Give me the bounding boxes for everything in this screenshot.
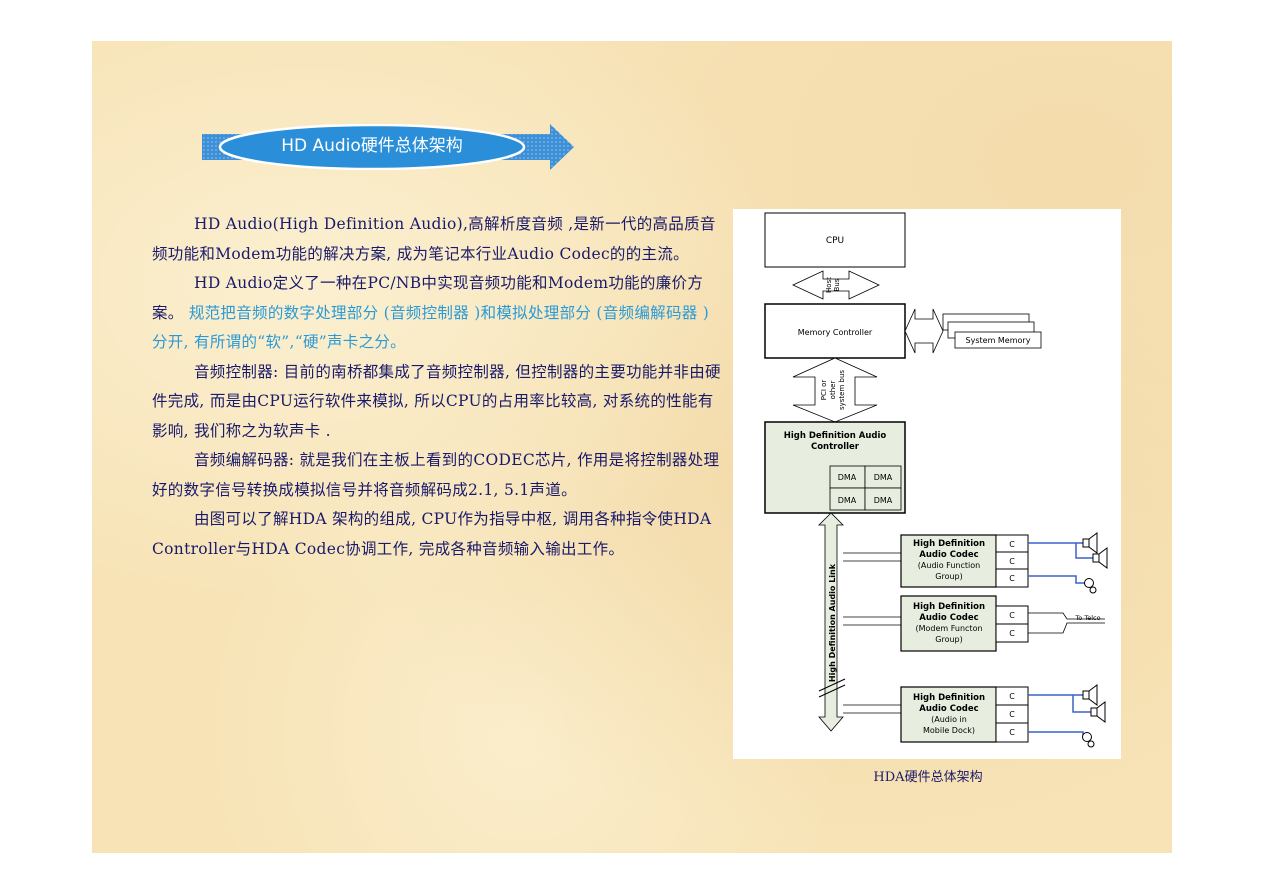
dma-label-3: DMA: [838, 496, 857, 505]
title-banner-arrow: [202, 124, 574, 170]
body-text: HD Audio(High Definition Audio),高解析度音频 ,…: [152, 210, 724, 564]
paragraph-definition-text: HD Audio定义了一种在PC/NB中实现音频功能和Modem功能的廉价方案。: [152, 274, 704, 322]
codec-modem-line-3: (Modem Functon: [915, 624, 982, 633]
paragraph-codec: 音频编解码器: 就是我们在主板上看到的CODEC芯片, 作用是将控制器处理好的数…: [152, 446, 724, 505]
memory-controller-label: Memory Controller: [798, 328, 873, 337]
output-wires: [1028, 542, 1093, 737]
paragraph-intro-text: HD Audio(High Definition Audio),高解析度音频 ,…: [152, 215, 716, 263]
memory-bus-arrow: [904, 308, 944, 354]
dma-label-1: DMA: [838, 473, 857, 482]
codec-modem-port-label-1: C: [1009, 611, 1015, 620]
codec-audio-line-1: High Definition: [913, 539, 985, 549]
audio-link-break-1: [818, 678, 846, 692]
diagram-caption: HDA硬件总体架构: [873, 770, 983, 785]
pci-bus-label-1: PCI or: [820, 380, 828, 401]
paragraph-controller: 音频控制器: 目前的南桥都集成了音频控制器, 但控制器的主要功能并非由硬件完成,…: [152, 358, 724, 447]
banner-title: HD Audio硬件总体架构: [281, 136, 463, 156]
codec-modem-line-2: Audio Codec: [919, 613, 978, 623]
paragraph-summary-text: 由图可以了解HDA 架构的组成, CPU作为指导中枢, 调用各种指令使HDA C…: [152, 510, 712, 558]
codec-audio-port-label-3: C: [1009, 574, 1015, 583]
jack-icon: [1082, 578, 1097, 748]
codec-dock-port-label-3: C: [1009, 728, 1015, 737]
pci-bus-label-2: other: [829, 381, 837, 400]
paragraph-definition: HD Audio定义了一种在PC/NB中实现音频功能和Modem功能的廉价方案。…: [152, 269, 724, 358]
paragraph-controller-text: 音频控制器: 目前的南桥都集成了音频控制器, 但控制器的主要功能并非由硬件完成,…: [152, 362, 721, 440]
audio-link-label: High Definition Audio Link: [828, 563, 837, 682]
codec-modem-line-1: High Definition: [913, 602, 985, 612]
audio-link-break-2: [818, 684, 846, 698]
pci-bus-label-3: system bus: [838, 370, 846, 410]
cpu-label: CPU: [826, 236, 844, 246]
to-telco-label: To Telco: [1074, 614, 1100, 622]
codec-audio-port-3: [995, 568, 1029, 588]
codec-audio-port-label-1: C: [1009, 540, 1015, 549]
codec-audio-port-label-2: C: [1009, 557, 1015, 566]
dma-label-4: DMA: [874, 496, 893, 505]
system-memory-box: [954, 331, 1042, 349]
codec-modem-port-label-2: C: [1009, 629, 1015, 638]
system-memory-label: System Memory: [966, 336, 1031, 345]
codec-modem-line-4: Group): [935, 635, 962, 644]
hda-controller-label-2: Controller: [811, 442, 860, 452]
audio-link-connectors: [843, 552, 901, 714]
audio-link-arrow: [818, 512, 844, 732]
cpu-box: [764, 212, 906, 268]
codec-dock-line-4: Mobile Dock): [923, 726, 975, 735]
dma-label-2: DMA: [874, 473, 893, 482]
paragraph-codec-text: 音频编解码器: 就是我们在主板上看到的CODEC芯片, 作用是将控制器处理好的数…: [152, 451, 720, 499]
paragraph-intro: HD Audio(High Definition Audio),高解析度音频 ,…: [152, 210, 724, 269]
codec-audio-line-3: (Audio Function: [918, 561, 980, 570]
codec-dock-line-2: Audio Codec: [919, 704, 978, 714]
host-bus-label-2: Bus: [833, 278, 841, 291]
codec-audio-line-2: Audio Codec: [919, 550, 978, 560]
codec-dock-box: [900, 686, 997, 743]
paragraph-summary: 由图可以了解HDA 架构的组成, CPU作为指导中枢, 调用各种指令使HDA C…: [152, 505, 724, 564]
hda-controller-label-1: High Definition Audio: [784, 431, 887, 441]
codec-modem-box: [900, 595, 997, 652]
hda-architecture-diagram: CPU Host Bus Memory Controller System Me…: [733, 209, 1121, 759]
codec-audio-box: [900, 534, 997, 588]
host-bus-label-1: Host: [825, 277, 833, 293]
codec-dock-line-1: High Definition: [913, 693, 985, 703]
modem-wires: [1028, 612, 1105, 634]
host-bus-arrow: [792, 270, 880, 300]
speaker-icon: [1082, 532, 1108, 723]
codec-dock-port-label-1: C: [1009, 692, 1015, 701]
paragraph-definition-highlight: 规范把音频的数字处理部分 (音频控制器 )和模拟处理部分 (音频编解码器 )分开…: [152, 303, 710, 352]
codec-dock-port-label-2: C: [1009, 710, 1015, 719]
codec-dock-line-3: (Audio in: [931, 715, 967, 724]
dma-box-4: [864, 487, 902, 511]
codec-audio-line-4: Group): [935, 572, 962, 581]
